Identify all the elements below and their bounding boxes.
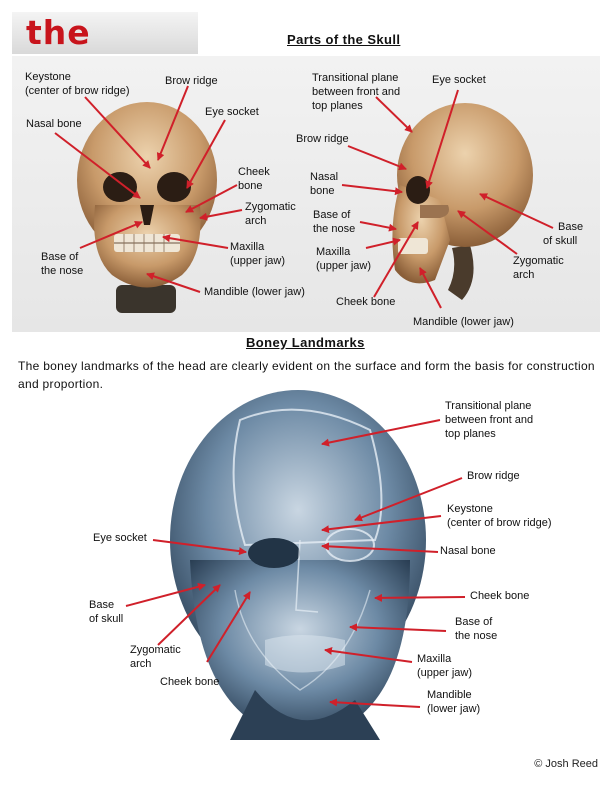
head-zygomatic-label-2: arch xyxy=(130,658,152,670)
head-arrows xyxy=(125,419,466,708)
head-transitional-label-2: between front and xyxy=(445,414,534,426)
side-nasal-label-2: bone xyxy=(310,185,335,197)
head-maxilla-label-2: (upper jaw) xyxy=(417,667,473,679)
side-nasal-label: Nasal xyxy=(310,171,339,183)
head-maxilla-label: Maxilla xyxy=(417,653,452,665)
front-zygomatic-label-2: arch xyxy=(245,215,267,227)
front-zygomatic-label: Zygomatic xyxy=(245,201,296,213)
front-base-nose-label-2: the nose xyxy=(41,265,84,277)
head-cheek-bone-left-label: Cheek bone xyxy=(160,676,220,688)
front-mandible-label: Mandible (lower jaw) xyxy=(204,286,305,298)
head-mandible-label: Mandible xyxy=(427,689,472,701)
side-zygomatic-label-2: arch xyxy=(513,269,535,281)
front-eye-socket-label: Eye socket xyxy=(205,106,259,118)
front-cheek-bone-label: Cheek xyxy=(238,166,270,178)
side-skull-image xyxy=(392,103,533,300)
side-base-skull-label: Base xyxy=(558,221,584,233)
side-base-skull-label-2: of skull xyxy=(543,235,578,247)
front-base-nose-label: Base of xyxy=(41,251,79,263)
head-zygomatic-label: Zygomatic xyxy=(130,644,181,656)
head-cheek-bone-right-label: Cheek bone xyxy=(470,590,530,602)
head-transitional-label-3: top planes xyxy=(445,428,496,440)
head-base-nose-label: Base of xyxy=(455,616,493,628)
front-maxilla-label-2: (upper jaw) xyxy=(230,255,286,267)
side-zygomatic-label: Zygomatic xyxy=(513,255,564,267)
side-base-nose-label-2: the nose xyxy=(313,223,356,235)
front-keystone-sub-label: (center of brow ridge) xyxy=(25,85,130,97)
side-eye-socket-label: Eye socket xyxy=(432,74,486,86)
front-nasal-bone-label: Nasal bone xyxy=(26,118,82,130)
head-nasal-bone-label: Nasal bone xyxy=(440,545,496,557)
head-keystone-label: Keystone xyxy=(447,503,493,515)
head-base-skull-label: Base xyxy=(89,599,115,611)
side-transitional-label-2: between front and xyxy=(312,86,401,98)
front-maxilla-label: Maxilla xyxy=(230,241,265,253)
front-cheek-bone-label-2: bone xyxy=(238,180,263,192)
side-brow-ridge-label: Brow ridge xyxy=(296,133,349,145)
front-keystone-label: Keystone xyxy=(25,71,71,83)
landmarks-description: The boney landmarks of the head are clea… xyxy=(18,359,595,391)
side-mandible-label: Mandible (lower jaw) xyxy=(413,316,514,328)
front-skull-arrows xyxy=(54,85,243,293)
head-eye-socket-label: Eye socket xyxy=(93,532,147,544)
head-brow-ridge-label: Brow ridge xyxy=(467,470,520,482)
side-skull-arrows xyxy=(341,89,554,309)
head-keystone-label-2: (center of brow ridge) xyxy=(447,517,552,529)
head-base-skull-label-2: of skull xyxy=(89,613,124,625)
side-base-nose-label: Base of xyxy=(313,209,351,221)
skull-section-title: Parts of the Skull xyxy=(287,32,401,47)
credit: © Josh Reed xyxy=(534,758,598,770)
head-mandible-label-2: (lower jaw) xyxy=(427,703,481,715)
side-maxilla-label: Maxilla xyxy=(316,246,351,258)
side-maxilla-label-2: (upper jaw) xyxy=(316,260,372,272)
head-base-nose-label-2: the nose xyxy=(455,630,498,642)
landmarks-section-title: Boney Landmarks xyxy=(246,335,365,350)
side-cheek-bone-label: Cheek bone xyxy=(336,296,396,308)
head-illustration xyxy=(170,390,426,740)
side-transitional-label-3: top planes xyxy=(312,100,363,112)
head-transitional-label: Transitional plane xyxy=(445,400,532,412)
side-transitional-label: Transitional plane xyxy=(312,72,399,84)
front-brow-ridge-label: Brow ridge xyxy=(165,75,218,87)
